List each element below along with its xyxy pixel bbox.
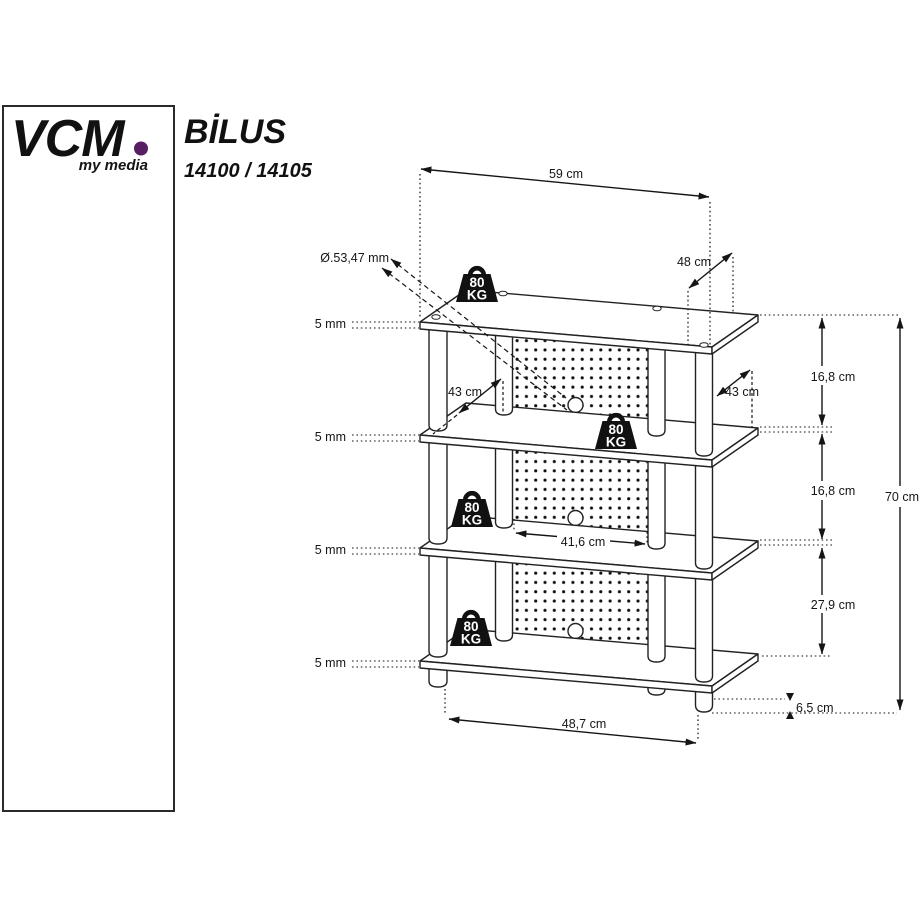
dim-base-width-label: 48,7 cm xyxy=(562,717,606,731)
shelf-2 xyxy=(419,402,759,468)
dim-gap-bottom-label: 27,9 cm xyxy=(811,598,855,612)
brand-logo-text: VCM xyxy=(11,110,126,168)
dim-glass-thickness-label: 5 mm xyxy=(315,430,346,444)
dim-gap-bottom: 27,9 cm xyxy=(811,547,855,655)
dim-glass-thickness-label: 5 mm xyxy=(315,543,346,557)
rack-drawing: 80 KG 80 KG 80 KG 80 KG xyxy=(419,265,759,713)
dim-glass-thickness-4: 5 mm xyxy=(315,656,419,670)
dim-top-depth-label: 48 cm xyxy=(677,255,711,269)
dim-gap-top-label: 16,8 cm xyxy=(811,370,855,384)
dim-total-height-label: 70 cm xyxy=(885,490,919,504)
dim-gap-middle-label: 16,8 cm xyxy=(811,484,855,498)
weight-unit: KG xyxy=(462,513,482,528)
brand-logo-dot-icon xyxy=(134,141,148,156)
dim-glass-thickness-label: 5 mm xyxy=(315,317,346,331)
weight-value: 80 xyxy=(608,422,623,437)
cable-hole-top xyxy=(567,396,584,414)
dim-base-width: 48,7 cm xyxy=(444,689,699,746)
cable-hole-middle xyxy=(567,509,584,527)
dim-gap-middle: 16,8 cm xyxy=(811,433,855,540)
weight-unit: KG xyxy=(461,632,481,647)
weight-value: 80 xyxy=(464,500,479,515)
product-title: BİLUS xyxy=(184,113,286,151)
dim-depth-right: 43 cm xyxy=(716,369,759,427)
reference-lines-right xyxy=(712,314,898,714)
weight-icon-shelf4: 80 KG xyxy=(450,609,492,647)
dim-foot-height-label: 6,5 cm xyxy=(796,701,834,715)
dim-top-depth: 48 cm xyxy=(677,252,734,345)
brand-panel: VCM my media xyxy=(2,105,175,812)
dim-glass-thickness-2: 5 mm xyxy=(315,430,419,444)
cable-hole-bottom xyxy=(567,622,584,640)
dim-top-width-label: 59 cm xyxy=(549,167,583,181)
weight-value: 80 xyxy=(469,275,484,290)
product-model-numbers: 14100 / 14105 xyxy=(184,160,313,182)
dim-glass-thickness-1: 5 mm xyxy=(315,317,419,331)
dim-hole-diameter-label: Ø.53,47 mm xyxy=(320,251,389,265)
dim-gap-top: 16,8 cm xyxy=(811,317,855,426)
dim-total-height: 70 cm xyxy=(885,317,919,711)
screw-holes xyxy=(431,290,709,348)
dim-inner-width: 41,6 cm xyxy=(513,519,648,549)
shelf-4 xyxy=(419,628,759,694)
dim-depth-left: 43 cm xyxy=(432,378,504,435)
weight-icon-shelf2: 80 KG xyxy=(595,412,637,450)
weight-icon-shelf3: 80 KG xyxy=(451,490,493,528)
dim-depth-left-label: 43 cm xyxy=(448,385,482,399)
brand-frame xyxy=(2,105,175,812)
weight-value: 80 xyxy=(463,619,478,634)
weight-unit: KG xyxy=(606,435,626,450)
brand-tagline: my media xyxy=(79,157,148,174)
dim-glass-thickness-3: 5 mm xyxy=(315,543,419,557)
dim-hole-diameter: Ø.53,47 mm xyxy=(320,251,568,411)
product-header: BİLUS 14100 / 14105 xyxy=(184,113,313,182)
dimension-annotations: 59 cm 48 cm Ø.53,47 mm 5 mm 5 mm xyxy=(315,166,919,746)
dim-foot-height: 6,5 cm xyxy=(786,693,834,719)
weight-icon-shelf1: 80 KG xyxy=(456,265,498,303)
dim-depth-right-label: 43 cm xyxy=(725,385,759,399)
dim-inner-width-label: 41,6 cm xyxy=(561,535,605,549)
weight-unit: KG xyxy=(467,288,487,303)
dim-glass-thickness-label: 5 mm xyxy=(315,656,346,670)
shelf-1 xyxy=(419,289,759,355)
